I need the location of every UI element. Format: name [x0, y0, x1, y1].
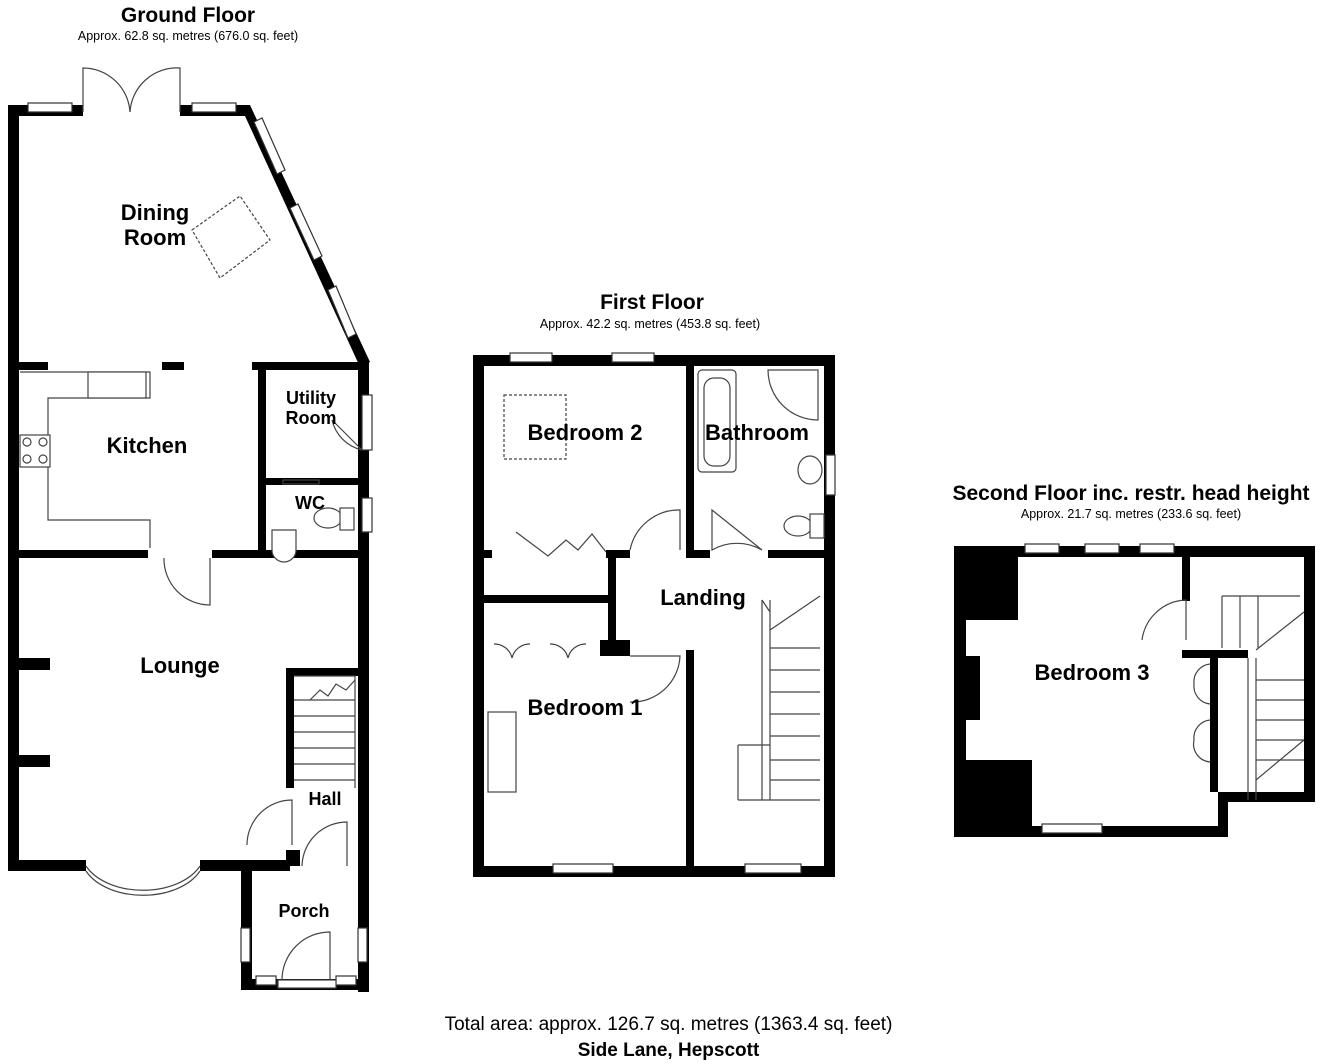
label-dining-line1: Dining: [121, 200, 189, 225]
ground-floor-plan: [8, 67, 373, 992]
ground-floor-title: Ground Floor: [120, 4, 256, 27]
ground-floor-area: Approx. 62.8 sq. metres (676.0 sq. feet): [77, 29, 299, 43]
label-lounge: Lounge: [140, 653, 219, 678]
label-bedroom-1: Bedroom 1: [528, 695, 643, 720]
label-utility-line2: Room: [286, 408, 337, 428]
label-wc: WC: [295, 493, 325, 513]
label-landing: Landing: [660, 585, 746, 610]
second-floor-area: Approx. 21.7 sq. metres (233.6 sq. feet): [1020, 507, 1242, 521]
label-hall: Hall: [308, 789, 341, 809]
second-floor-plan: [954, 543, 1315, 837]
label-kitchen: Kitchen: [107, 433, 188, 458]
label-bedroom-3: Bedroom 3: [1035, 660, 1150, 685]
label-porch: Porch: [278, 901, 329, 921]
first-floor-area: Approx. 42.2 sq. metres (453.8 sq. feet): [539, 317, 761, 331]
property-address: Side Lane, Hepscott: [577, 1040, 760, 1061]
total-area: Total area: approx. 126.7 sq. metres (13…: [444, 1014, 893, 1035]
first-floor-title: First Floor: [600, 291, 704, 314]
first-floor-plan: [473, 352, 836, 877]
label-dining-line2: Room: [124, 225, 186, 250]
label-utility-line1: Utility: [286, 388, 336, 408]
label-bathroom: Bathroom: [705, 420, 809, 445]
second-floor-title: Second Floor inc. restr. head height: [952, 482, 1310, 505]
label-bedroom-2: Bedroom 2: [528, 420, 643, 445]
